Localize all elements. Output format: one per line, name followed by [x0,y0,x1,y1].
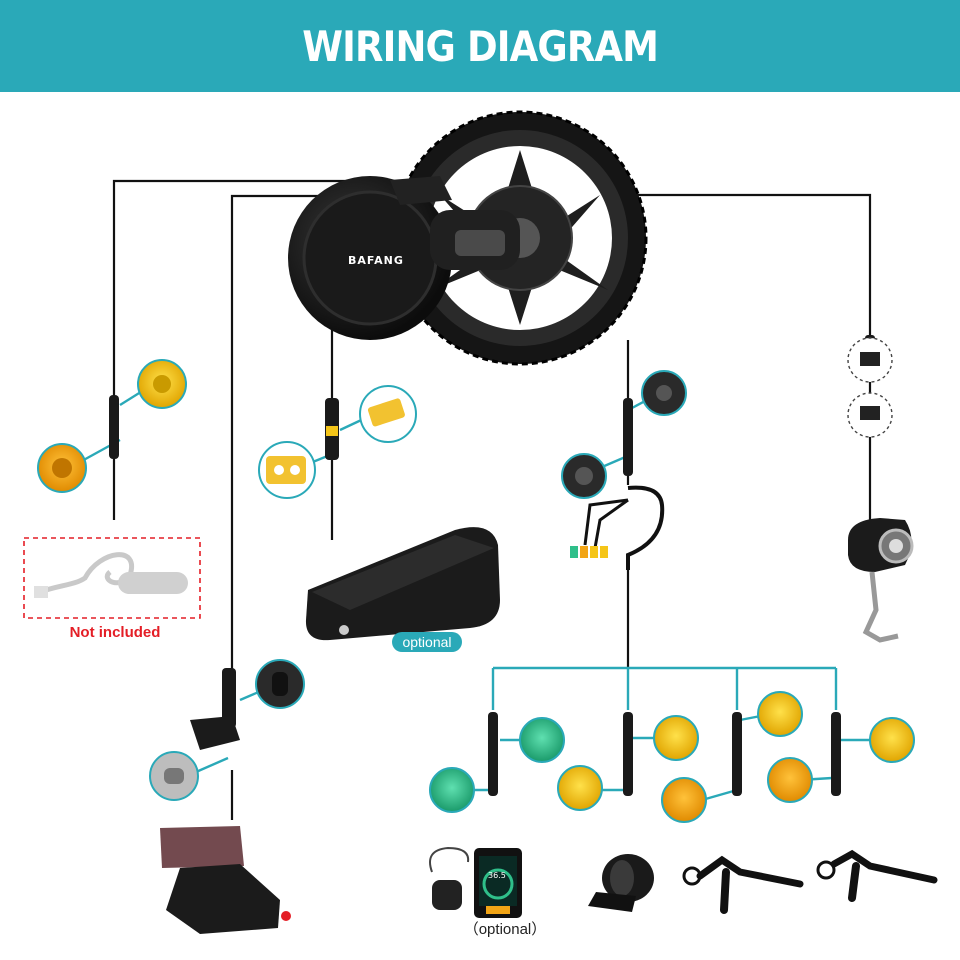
yellow-connector-icon [557,765,603,811]
mid-drive-motor-icon [288,176,520,340]
header-banner: WIRING DIAGRAM [0,0,960,92]
green-connector-icon [429,767,475,813]
optional-display-label: （optional） [463,921,547,938]
brand-label: BAFANG [348,254,404,267]
green-connector-icon [519,717,565,763]
xt60-connector-icon [258,385,417,499]
battery-icon [305,527,500,641]
yellow-connector-icon [869,717,915,763]
remote-control-icon [429,846,470,910]
wire-light [610,193,872,530]
brake-lever-icon [816,849,938,902]
orange-connector-icon [767,757,813,803]
display-icon [474,848,522,918]
brake-lever-icon [682,855,804,914]
thumb-throttle-icon [588,854,654,912]
yellow-connector-icon [653,715,699,761]
inline-connectors [109,335,875,796]
not-included-box [23,537,201,619]
display-speed: 36.5 [488,871,506,880]
not-included-label: Not included [69,624,161,641]
optional-battery-badge: optional [392,632,462,652]
speed-sensor-cable-icon [34,552,188,598]
orange-connector-icon [661,777,707,823]
eb-bus-harness-icon [570,485,665,570]
gear-sensor-icon [160,716,291,934]
page-title: WIRING DIAGRAM [302,21,659,71]
headlight-icon [848,518,914,643]
yellow-connector-icon [757,691,803,737]
